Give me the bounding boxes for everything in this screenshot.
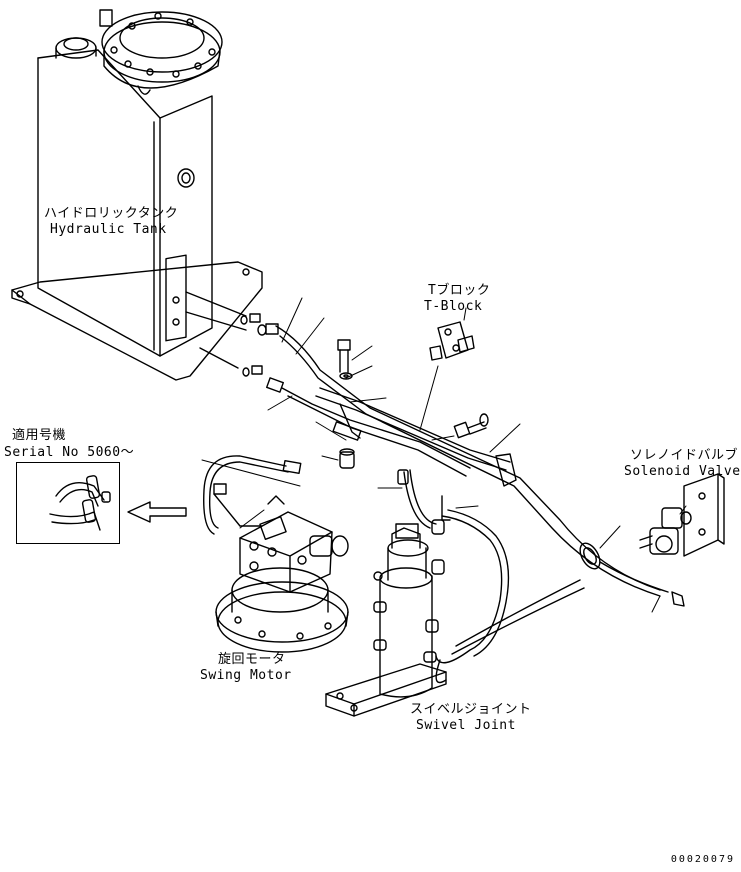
bolt-washer-parts (337, 339, 489, 469)
inset-arrow (127, 501, 187, 523)
swing-motor-label-en: Swing Motor (200, 668, 292, 683)
hydraulic-tank (11, 9, 263, 381)
swivel-hoses (397, 469, 585, 684)
t-block-label-en: T-Block (424, 299, 483, 314)
applicable-label-jp: 適用号機 (12, 428, 67, 443)
solenoid-valve (639, 473, 725, 557)
solenoid-valve-label-en: Solenoid Valve (624, 464, 741, 479)
inset-detail (49, 475, 111, 531)
serial-number-label: Serial No 5060～ (4, 445, 135, 460)
hydraulic-tank-label-jp: ハイドロリックタンク (44, 206, 179, 221)
swivel-joint-label-en: Swivel Joint (416, 718, 516, 733)
swing-motor (215, 495, 349, 653)
swing-motor-label-jp: 旋回モータ (218, 652, 286, 667)
serial-inset-frame (16, 462, 120, 544)
hose-bundle (275, 325, 685, 607)
drawing-number: 00020079 (670, 854, 735, 865)
swivel-joint (325, 523, 447, 717)
motor-hoses (203, 455, 302, 535)
leader-lines (201, 297, 687, 613)
swivel-joint-label-jp: スイベルジョイント (410, 702, 532, 717)
t-block (429, 321, 475, 361)
solenoid-valve-label-jp: ソレノイドバルブ (630, 448, 739, 463)
t-block-label-jp: Tブロック (428, 283, 491, 298)
hydraulic-tank-label-en: Hydraulic Tank (50, 222, 167, 237)
tank-fittings (185, 291, 284, 393)
